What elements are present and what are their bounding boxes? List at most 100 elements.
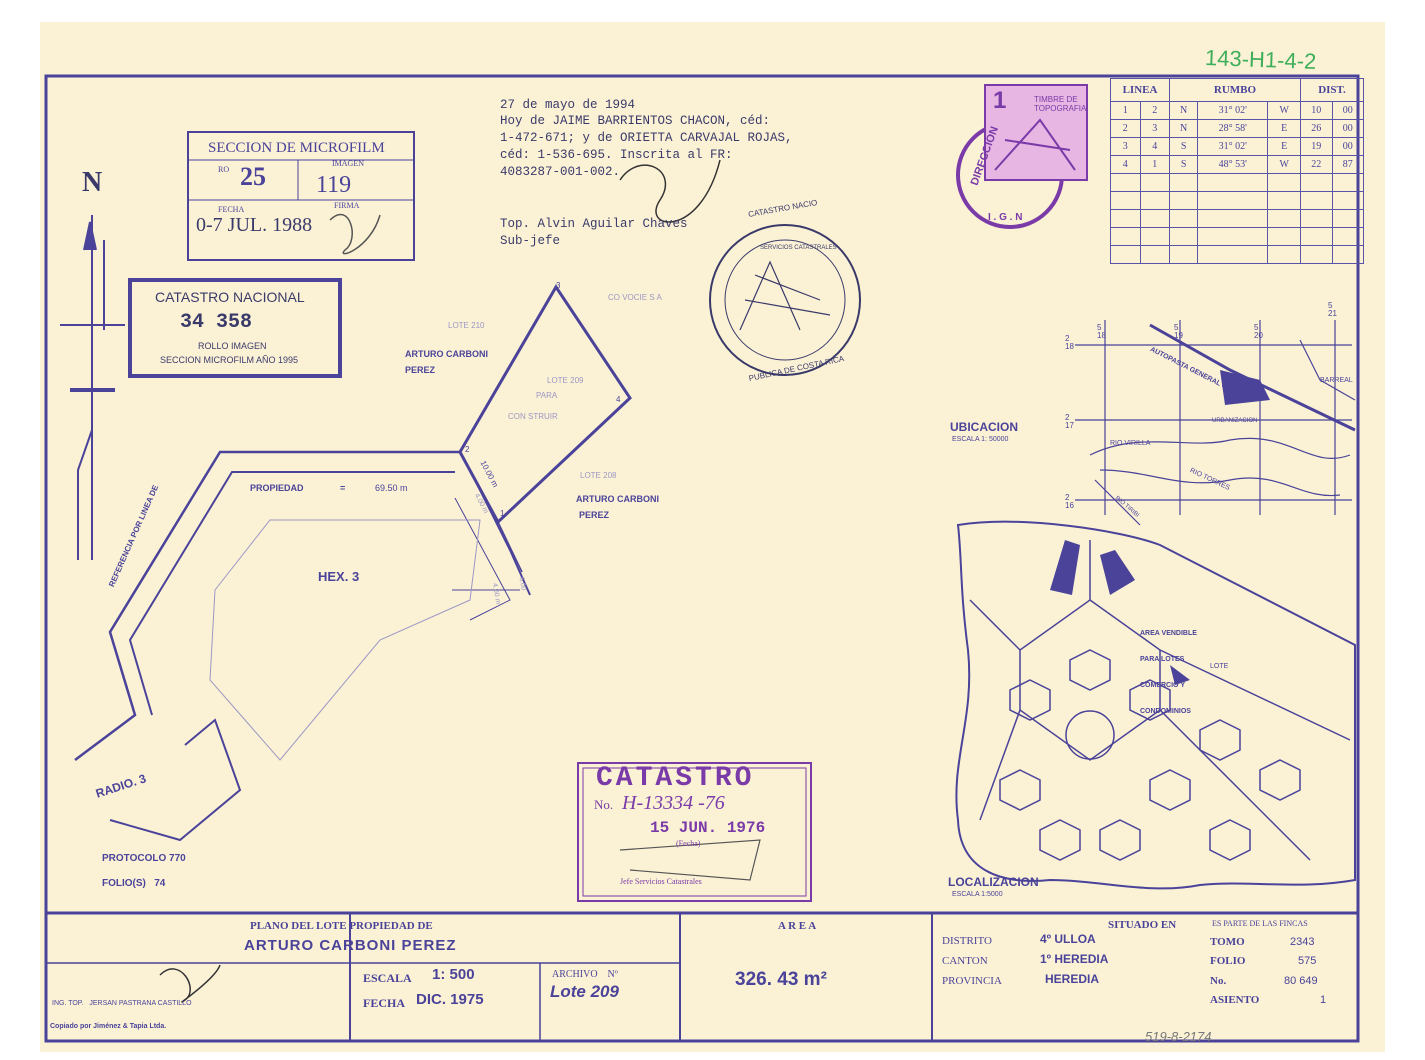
rumbo-empty-cell xyxy=(1168,245,1199,264)
label-propiedad: PROPIEDAD xyxy=(250,483,304,493)
catastro-nacional-line2: SECCION MICROFILM AÑO 1995 xyxy=(160,355,299,365)
rumbo-empty-cell xyxy=(1110,227,1141,246)
catastro-nacional-number: 34 358 xyxy=(180,311,253,334)
provincia-label: PROVINCIA xyxy=(942,975,1002,987)
no-label: No. xyxy=(1210,975,1227,987)
annotation-line: Hoy de JAIME BARRIENTOS CHACON, céd: xyxy=(500,114,771,128)
rumbo-cell: 00 xyxy=(1331,137,1364,156)
north-label: N xyxy=(82,167,103,198)
grid-label: 5 21 xyxy=(1328,301,1337,318)
rumbo-cell: 2 xyxy=(1110,119,1141,138)
copiado-label: Copiado por Jiménez & Tapia Ltda. xyxy=(50,1023,167,1030)
engineer-name: ING. TOP. JERSAN PASTRANA CASTILLO xyxy=(52,1000,192,1007)
rumbo-empty-cell xyxy=(1300,191,1333,210)
rumbo-empty-cell xyxy=(1139,245,1170,264)
area-value: 326. 43 m² xyxy=(735,969,827,990)
label-owner-left-2: PEREZ xyxy=(405,365,436,375)
no-value: 80 649 xyxy=(1284,975,1318,987)
rumbo-empty-cell xyxy=(1139,209,1170,228)
ign-bottom-text: I . G . N xyxy=(988,212,1023,223)
rumbo-cell: 3 xyxy=(1139,119,1170,138)
vertex-4: 4 xyxy=(616,395,621,404)
area-note-line: PARA LOTES xyxy=(1140,655,1185,663)
rumbo-cell: 1 xyxy=(1139,155,1170,174)
catastro-stamp-no-value: H-13334 -76 xyxy=(622,792,725,814)
rumbo-empty-cell xyxy=(1168,227,1199,246)
rumbo-empty-row xyxy=(1110,173,1364,192)
situado-label: SITUADO EN xyxy=(1108,919,1177,931)
area-note: AREA VENDIBLE PARA LOTES COMERCIO Y COND… xyxy=(1140,612,1197,726)
catastro-nacional-line1: ROLLO IMAGEN xyxy=(198,341,267,351)
rumbo-cell: E xyxy=(1267,119,1301,138)
archivo-value: Lote 209 xyxy=(550,982,619,1001)
rumbo-cell: 3 xyxy=(1110,137,1141,156)
plan-border xyxy=(44,74,1360,1043)
catastro-stamp-title: CATASTRO xyxy=(596,763,755,794)
rumbo-empty-cell xyxy=(1110,245,1141,264)
area-note-line: CONDOMINIOS xyxy=(1140,708,1191,716)
rumbo-empty-cell xyxy=(1197,209,1269,228)
rumbo-empty-cell xyxy=(1331,173,1364,192)
tomo-value: 2343 xyxy=(1290,936,1315,948)
microfilm-imagen-label: IMAGEN xyxy=(332,159,364,168)
label-owner-right: ARTURO CARBONI xyxy=(576,494,659,504)
distrito-label: DISTRITO xyxy=(942,935,992,947)
rumbo-cell: 00 xyxy=(1331,101,1364,120)
ubicacion-map xyxy=(1075,320,1356,526)
rumbo-empty-cell xyxy=(1197,173,1269,192)
asiento-label: ASIENTO xyxy=(1210,994,1260,1006)
microfilm-firma-label: FIRMA xyxy=(334,201,360,210)
area-note-line: AREA VENDIBLE xyxy=(1140,629,1197,637)
rumbo-empty-row xyxy=(1110,227,1364,246)
seal-inner-text: SERVICIOS CATASTRALES xyxy=(760,245,837,251)
rumbo-cell: 31° 02' xyxy=(1197,101,1269,120)
rumbo-empty-row xyxy=(1110,209,1364,228)
catastro-stamp-footer: Jefe Servicios Catastrales xyxy=(620,877,702,886)
rumbo-empty-cell xyxy=(1197,245,1269,264)
rumbo-cell: 4 xyxy=(1110,155,1141,174)
vertex-1: 1 xyxy=(500,509,505,518)
rumbo-empty-cell xyxy=(1197,227,1269,246)
fecha-label: FECHA xyxy=(363,996,405,1010)
distrito-value: 4º ULLOA xyxy=(1040,932,1096,946)
ubicacion-title: UBICACION xyxy=(950,420,1018,434)
grid-label: 2 18 xyxy=(1065,334,1074,351)
ign-stamp-text: TIMBRE DE TOPOGRAFIA xyxy=(1034,95,1087,113)
asiento-value: 1 xyxy=(1320,994,1327,1006)
label-co-vocie: CO VOCIE S A xyxy=(608,293,662,302)
annotation-line: 27 de mayo de 1994 xyxy=(500,98,636,112)
rumbo-cell: W xyxy=(1267,101,1301,120)
label-hex: HEX. 3 xyxy=(318,569,360,584)
reference-code: 143-H1-4-2 xyxy=(1204,45,1317,74)
ubicacion-scale: ESCALA 1: 50000 xyxy=(952,436,1009,443)
microfilm-imagen-value: 119 xyxy=(316,172,352,198)
rumbo-cell: 10 xyxy=(1300,101,1333,120)
folio-label: FOLIO(S) 74 xyxy=(102,878,166,889)
archivo-label: ARCHIVO Nº xyxy=(552,969,618,980)
rumbo-empty-row xyxy=(1110,245,1364,264)
rumbo-empty-row xyxy=(1110,191,1364,210)
label-lote-210: LOTE 210 xyxy=(448,321,485,330)
rumbo-cell: N xyxy=(1168,119,1199,138)
label-lote-209-para: PARA xyxy=(536,391,558,400)
rumbo-cell: 87 xyxy=(1331,155,1364,174)
label-owner-right-2: PEREZ xyxy=(579,510,610,520)
label-lote-209: LOTE 209 xyxy=(547,376,584,385)
rumbo-cell: S xyxy=(1168,137,1199,156)
rumbo-header-dist: DIST. xyxy=(1300,78,1364,102)
rumbo-empty-cell xyxy=(1300,209,1333,228)
rumbo-empty-cell xyxy=(1300,173,1333,192)
label-propiedad-eq: = xyxy=(340,483,346,493)
escala-label: ESCALA xyxy=(363,971,412,985)
protocolo-label: PROTOCOLO 770 xyxy=(102,853,186,864)
rumbo-cell: 19 xyxy=(1300,137,1333,156)
rumbo-empty-cell xyxy=(1110,209,1141,228)
tomo-label: TOMO xyxy=(1210,936,1245,948)
rumbo-empty-cell xyxy=(1331,191,1364,210)
rumbo-empty-cell xyxy=(1300,227,1333,246)
rumbo-cell: 48° 53' xyxy=(1197,155,1269,174)
